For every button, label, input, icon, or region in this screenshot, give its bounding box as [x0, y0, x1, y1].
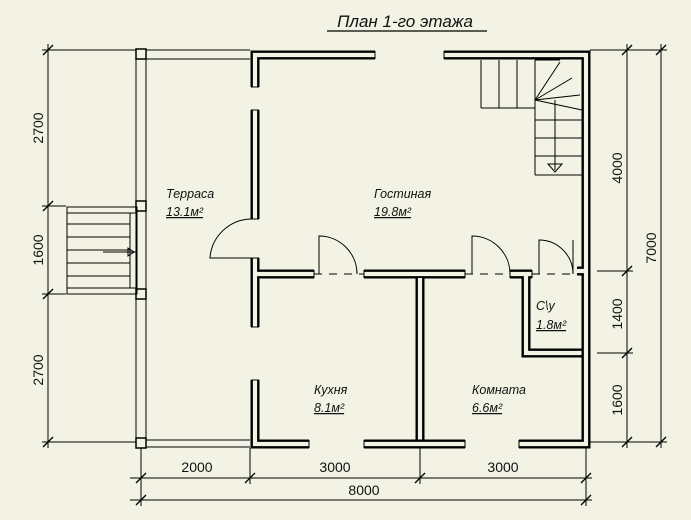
- terrace-structure: [135, 48, 250, 449]
- dimension-texts: 2700 1600 2700 4000 1400 1600 7000 2000 …: [30, 112, 659, 498]
- dim-bottom-total: 8000: [348, 482, 379, 498]
- room-name: Комната: [472, 383, 526, 397]
- dim-right-2: 1400: [609, 298, 625, 329]
- dim-left-3: 2700: [30, 354, 46, 385]
- dim-right-1: 4000: [609, 152, 625, 183]
- doors: [209, 218, 574, 275]
- dim-left-1: 2700: [30, 112, 46, 143]
- walls: [250, 50, 591, 449]
- dim-right-total: 7000: [643, 232, 659, 263]
- dim-bottom-3: 3000: [487, 459, 518, 475]
- living-area: 19.8м²: [374, 205, 412, 219]
- room-labels: Терраса 13.1м² Гостиная 19.8м² С\у 1.8м²…: [166, 187, 567, 415]
- living-name: Гостиная: [374, 187, 431, 201]
- plan-title: План 1-го этажа: [337, 12, 473, 31]
- kitchen-area: 8.1м²: [314, 401, 345, 415]
- bath-name: С\у: [536, 299, 556, 313]
- dim-left-2: 1600: [30, 234, 46, 265]
- terrace-name: Терраса: [166, 187, 214, 201]
- room-area: 6.6м²: [472, 401, 503, 415]
- dim-bottom-1: 2000: [181, 459, 212, 475]
- terrace-area: 13.1м²: [166, 205, 204, 219]
- dim-bottom-2: 3000: [319, 459, 350, 475]
- dim-right-3: 1600: [609, 384, 625, 415]
- interior-stairs: [480, 59, 583, 176]
- kitchen-name: Кухня: [314, 383, 348, 397]
- bath-area: 1.8м²: [536, 318, 567, 332]
- dimension-lines: [42, 44, 667, 506]
- terrace-stairs: [66, 206, 138, 295]
